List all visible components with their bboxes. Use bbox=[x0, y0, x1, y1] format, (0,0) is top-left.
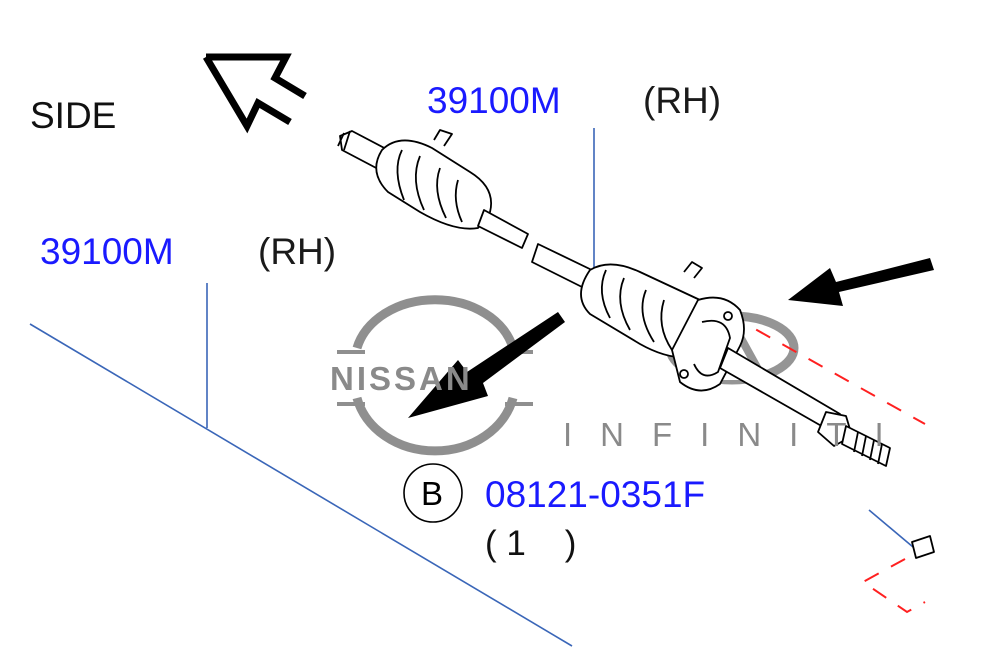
callout-side-upper: (RH) bbox=[643, 80, 722, 121]
ref-letter-circle bbox=[403, 463, 463, 523]
ref-letter: B bbox=[421, 475, 444, 512]
infiniti-watermark-text: INFINITI bbox=[563, 416, 912, 453]
nissan-logo-watermark bbox=[337, 295, 533, 456]
leader-lines bbox=[29, 128, 914, 647]
drive-shaft-drawing bbox=[337, 129, 935, 559]
direction-label: SIDE bbox=[30, 95, 117, 136]
arrow-center-icon bbox=[408, 312, 565, 418]
nissan-watermark-text: NISSAN bbox=[330, 360, 473, 397]
callout-part-number-bolt[interactable]: 08121-0351F bbox=[485, 474, 706, 515]
arrow-right-icon bbox=[788, 258, 934, 306]
callout-part-number-upper[interactable]: 39100M bbox=[427, 80, 561, 121]
callout-quantity: ( 1 ) bbox=[485, 524, 577, 563]
callout-part-number-lower[interactable]: 39100M bbox=[40, 231, 174, 272]
hidden-lines bbox=[729, 314, 926, 614]
callout-side-lower: (RH) bbox=[258, 231, 337, 272]
solid-arrows bbox=[408, 258, 934, 418]
leader-line-bolt bbox=[868, 509, 914, 548]
direction-arrow-icon bbox=[202, 53, 307, 134]
reference-base-line bbox=[29, 323, 573, 647]
